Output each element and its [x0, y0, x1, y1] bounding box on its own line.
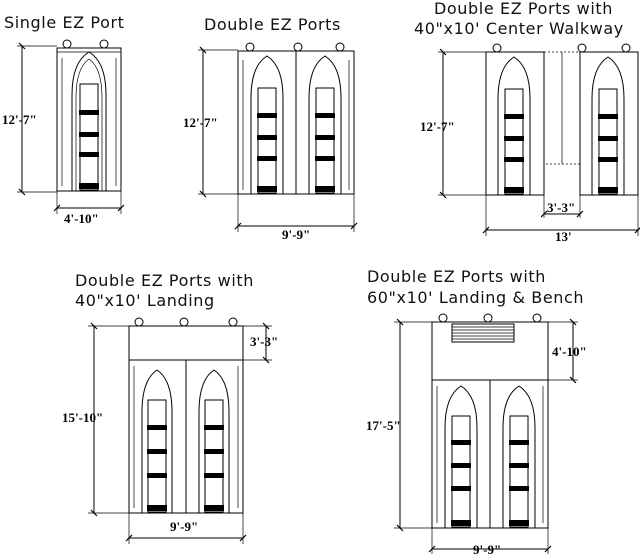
- diagram-title-line-1: Double EZ Ports with: [434, 0, 613, 18]
- walkway-width-dimension: 3'-3": [547, 200, 575, 215]
- diagram-title-line-1: Double EZ Ports with: [75, 271, 254, 290]
- diagram-title-line-2: 40"x10' Center Walkway: [414, 19, 624, 38]
- port-frame-right: [577, 43, 639, 196]
- height-dimension: 12'-7": [2, 112, 37, 127]
- port-frame-right: [185, 359, 244, 514]
- port-frame: [56, 39, 122, 192]
- diagram-title-line-1: Double EZ Ports with: [367, 267, 546, 286]
- width-dimension: 9'-9": [282, 227, 310, 242]
- width-dimension: 4'-10": [64, 211, 99, 226]
- diagram-title-line-2: 40"x10' Landing: [75, 291, 215, 310]
- diagram-with-landing-and-bench: Double EZ Ports with 60"x10' Landing & B…: [366, 267, 587, 557]
- diagram-title: Double EZ Ports: [204, 15, 341, 34]
- landing-platform: [128, 317, 244, 361]
- port-frame-right: [293, 42, 355, 195]
- diagram-title: Single EZ Port: [4, 13, 125, 32]
- diagram-title-line-2: 60"x10' Landing & Bench: [367, 288, 584, 307]
- width-dimension: 9'-9": [170, 519, 198, 534]
- diagram-center-walkway: Double EZ Ports with 40"x10' Center Walk…: [414, 0, 640, 244]
- landing-depth-dimension: 4'-10": [552, 344, 587, 359]
- dimension-lines: [394, 318, 578, 554]
- diagram-double-ez-ports: Double EZ Ports: [183, 15, 358, 242]
- port-frame-right: [489, 379, 549, 529]
- port-frame-left: [128, 359, 187, 514]
- port-frame-left: [431, 379, 491, 529]
- height-dimension: 17'-5": [366, 418, 401, 433]
- landing-depth-dimension: 3'-3": [250, 334, 278, 349]
- diagram-with-landing: Double EZ Ports with 40"x10' Landing: [62, 271, 278, 544]
- width-dimension: 13': [555, 229, 572, 244]
- diagram-single-ez-port: Single EZ Port 12'-7" 4'-10": [2, 13, 125, 226]
- port-frame-left: [237, 42, 297, 195]
- port-frame-left: [485, 43, 545, 196]
- dimension-lines: [198, 46, 358, 232]
- roller-stack: [79, 110, 99, 189]
- width-dimension: 9'-9": [473, 542, 501, 557]
- dimension-lines: [17, 42, 125, 214]
- height-dimension: 15'-10": [62, 410, 103, 425]
- center-walkway: [543, 51, 581, 165]
- height-dimension: 12'-7": [420, 119, 455, 134]
- height-dimension: 12'-7": [183, 115, 218, 130]
- dimension-lines: [88, 322, 272, 544]
- bench: [451, 323, 515, 343]
- dimension-lines: [438, 48, 640, 236]
